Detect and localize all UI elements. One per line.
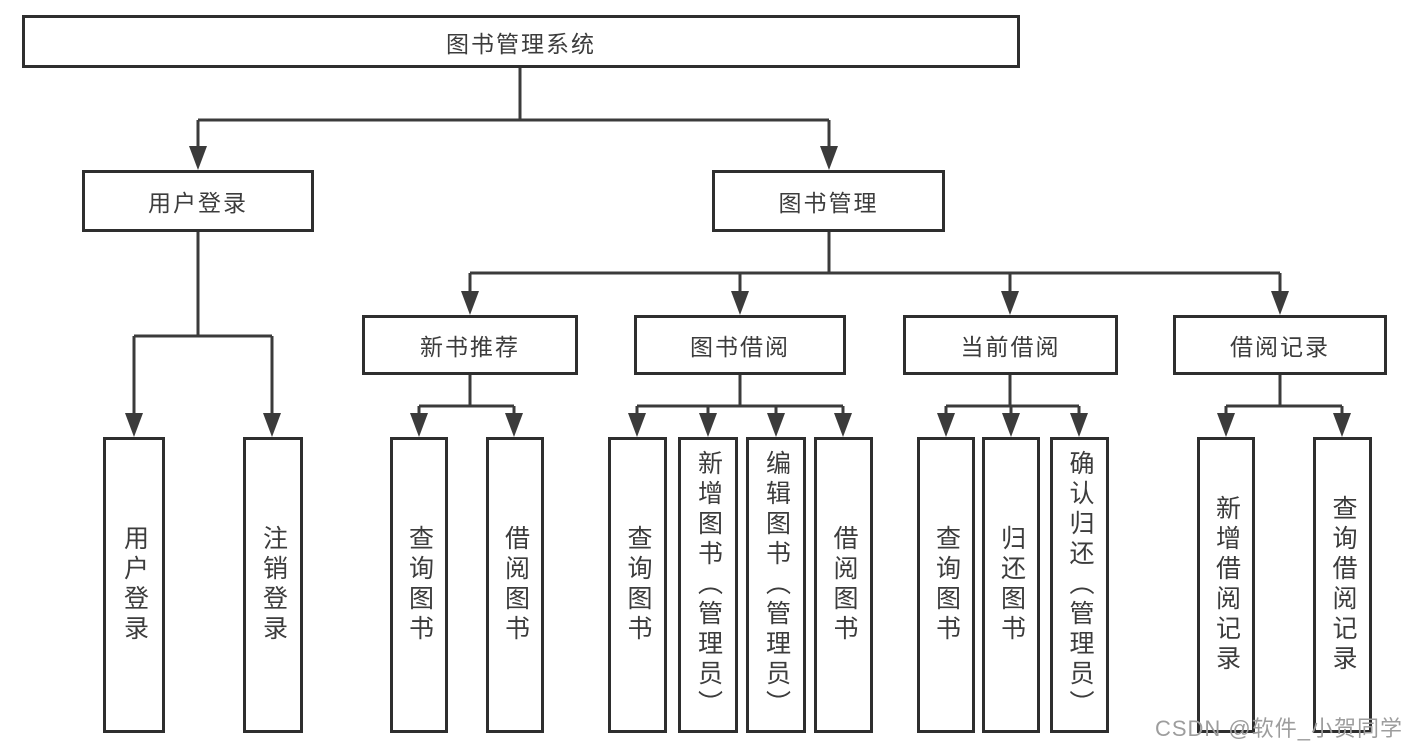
arrowhead — [1070, 413, 1088, 437]
arrowhead — [699, 413, 717, 437]
arrowhead — [1002, 413, 1020, 437]
arrowheads — [125, 146, 1351, 437]
arrowhead — [461, 291, 479, 315]
node-borrowing-records: 借阅记录 — [1173, 315, 1387, 375]
node-borrow-books-2: 借阅图书 — [814, 437, 873, 733]
connector-bookborrow-to-leaves — [635, 375, 845, 417]
node-user-login: 用户登录 — [82, 170, 314, 232]
connector-userlogin-to-leaves — [132, 232, 274, 417]
arrowhead — [1271, 291, 1289, 315]
csdn-watermark: CSDN @软件_小贺同学 — [1154, 716, 1403, 741]
node-logout-login: 注销登录 — [243, 437, 303, 733]
arrowhead — [1001, 291, 1019, 315]
node-new-book-recommendation: 新书推荐 — [362, 315, 578, 375]
node-query-borrow-record: 查询借阅记录 — [1313, 437, 1372, 733]
arrowhead — [820, 146, 838, 170]
arrowhead — [505, 413, 523, 437]
node-query-books-3: 查询图书 — [917, 437, 975, 733]
node-user-login-leaf: 用户登录 — [103, 437, 165, 733]
node-library-management-system: 图书管理系统 — [22, 15, 1020, 68]
arrowhead — [731, 291, 749, 315]
node-confirm-return-admin: 确认归还（管理员） — [1050, 437, 1109, 733]
connector-root-to-level2 — [196, 68, 831, 150]
arrowhead — [125, 413, 143, 437]
arrowhead — [834, 413, 852, 437]
arrowhead — [263, 413, 281, 437]
node-borrow-books-1: 借阅图书 — [486, 437, 544, 733]
arrowhead — [937, 413, 955, 437]
arrowhead — [1333, 413, 1351, 437]
node-add-borrow-record: 新增借阅记录 — [1197, 437, 1255, 733]
connector-currentborrow-to-leaves — [944, 375, 1081, 417]
arrowhead — [1217, 413, 1235, 437]
node-book-management: 图书管理 — [712, 170, 945, 232]
node-current-borrowing: 当前借阅 — [903, 315, 1118, 375]
node-return-books: 归还图书 — [982, 437, 1040, 733]
node-add-books-admin: 新增图书（管理员） — [678, 437, 738, 733]
node-query-books-1: 查询图书 — [390, 437, 448, 733]
node-edit-books-admin: 编辑图书（管理员） — [746, 437, 806, 733]
node-book-borrowing: 图书借阅 — [634, 315, 846, 375]
arrowhead — [410, 413, 428, 437]
node-query-books-2: 查询图书 — [608, 437, 667, 733]
arrowhead — [628, 413, 646, 437]
connector-bookmgmt-to-level3 — [468, 232, 1282, 295]
arrowhead — [767, 413, 785, 437]
arrowhead — [189, 146, 207, 170]
connector-newbook-to-leaves — [417, 375, 516, 417]
connector-borrowrecord-to-leaves — [1224, 375, 1344, 417]
